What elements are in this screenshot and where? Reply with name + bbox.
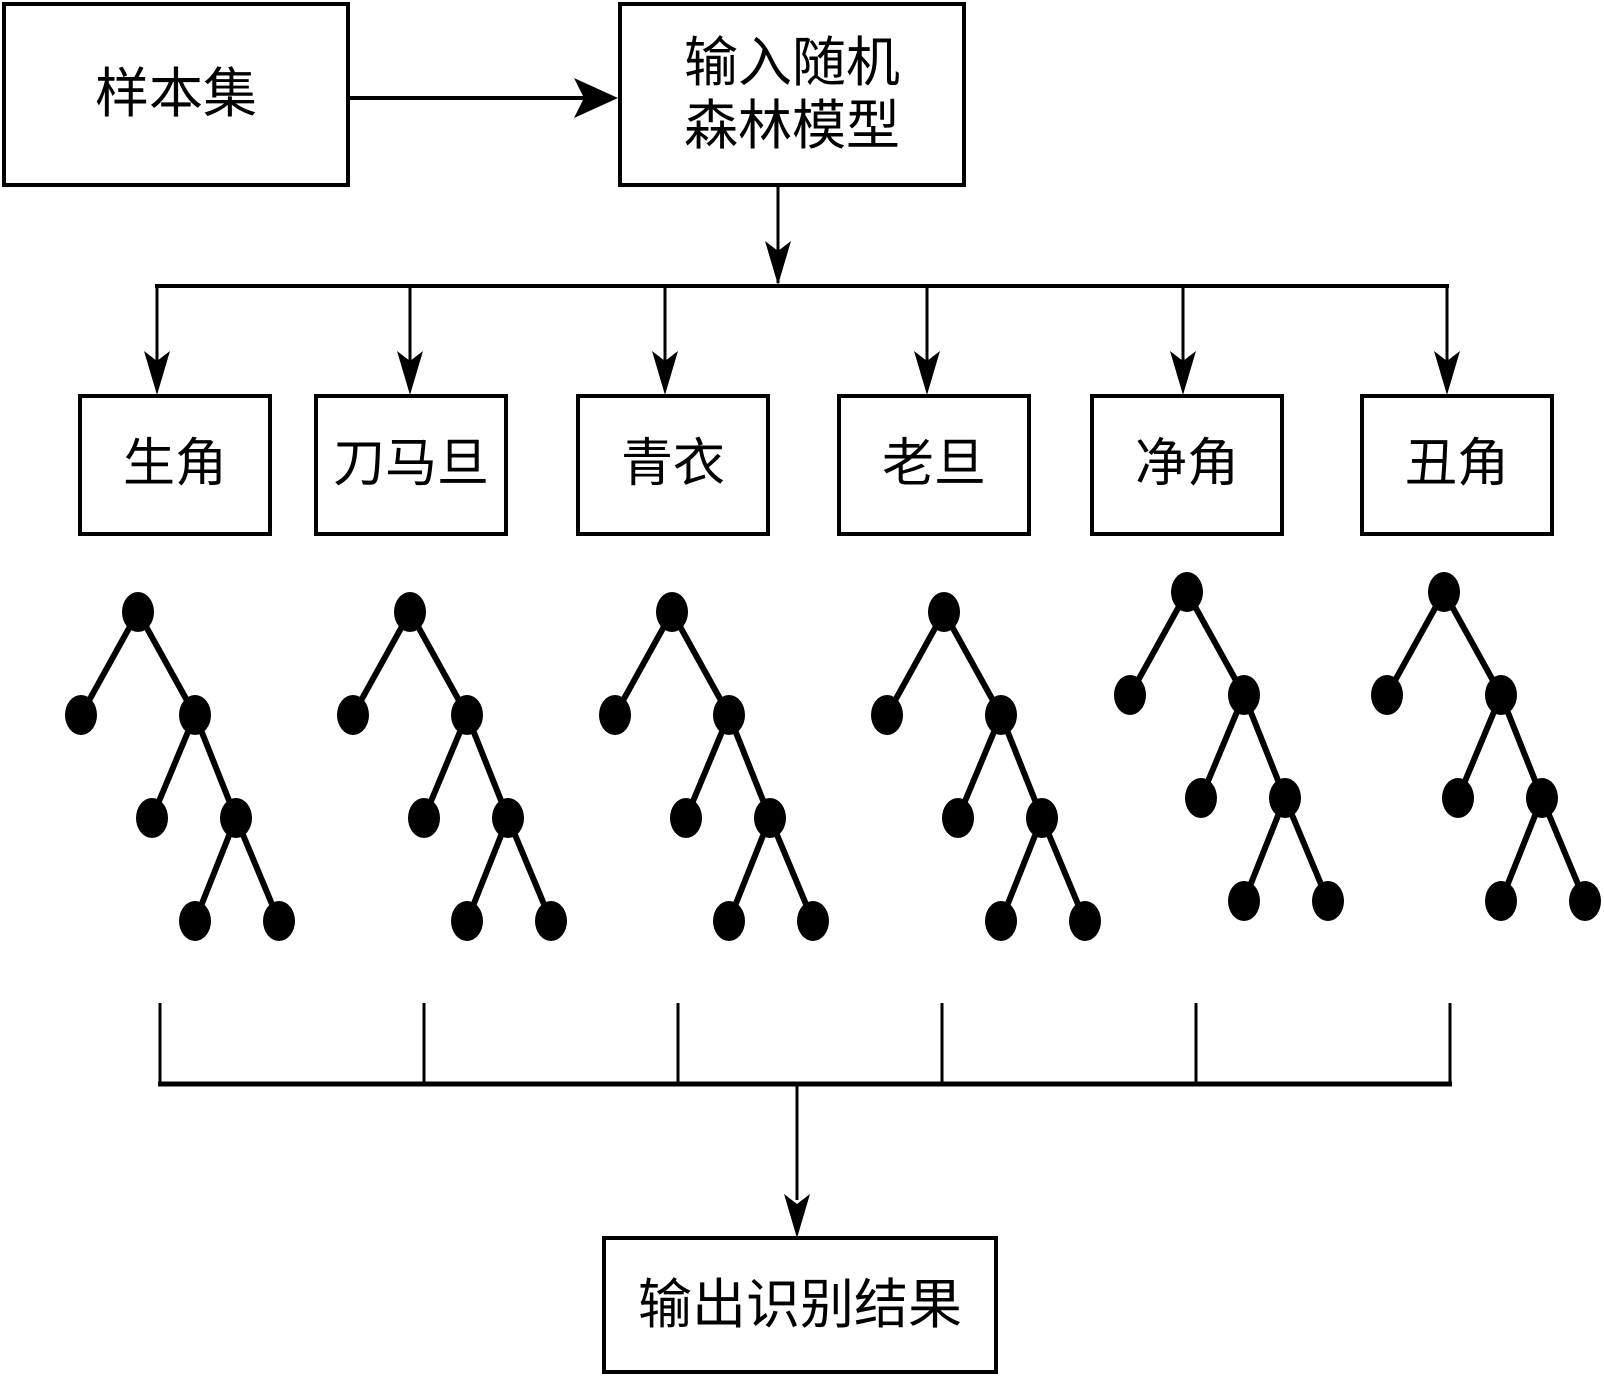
category-label: 老旦 (881, 434, 986, 495)
tree-node-icon (1428, 572, 1460, 612)
tree-node-icon (179, 695, 211, 735)
category-label: 丑角 (1404, 434, 1509, 495)
tree-node-icon (1171, 572, 1203, 612)
tree-node-icon (122, 592, 154, 632)
tree-edge (350, 610, 413, 717)
category-box-jing: 净角 (1090, 394, 1284, 536)
tree-node-icon (535, 901, 567, 941)
tree-node-icon (263, 901, 295, 941)
tree-node-icon (1269, 778, 1301, 818)
arrow-down-icon (914, 351, 940, 395)
tree-node-icon (337, 695, 369, 735)
tree-node-icon (1485, 881, 1517, 921)
tree-node-icon (451, 695, 483, 735)
tree-node-icon (928, 592, 960, 632)
tree-node-icon (1026, 798, 1058, 838)
tree-node-icon (492, 798, 524, 838)
output-label: 输出识别结果 (638, 1272, 962, 1336)
category-box-chou: 丑角 (1360, 394, 1554, 536)
tree-edge (1184, 590, 1247, 697)
arrow-down-icon (144, 351, 170, 395)
category-label: 刀马旦 (332, 434, 489, 495)
tree-node-icon (408, 798, 440, 838)
tree-node-icon (1114, 675, 1146, 715)
category-label: 青衣 (620, 434, 725, 495)
category-box-qingyi: 青衣 (576, 394, 770, 536)
tree-node-icon (1312, 881, 1344, 921)
tree-node-icon (1371, 675, 1403, 715)
sample-set-box: 样本集 (2, 2, 350, 187)
tree-edge (135, 610, 198, 717)
model-label-line2: 森林模型 (684, 93, 900, 157)
tree-node-icon (1228, 881, 1260, 921)
random-forest-model-box: 输入随机 森林模型 (618, 2, 966, 187)
tree-node-icon (136, 798, 168, 838)
tree-node-icon (1442, 778, 1474, 818)
tree-node-icon (1069, 901, 1101, 941)
arrow-down-icon (765, 241, 791, 285)
tree-edge (612, 610, 675, 717)
arrow-down-icon (1170, 351, 1196, 395)
arrow-down-icon (397, 351, 423, 395)
tree-edge (669, 610, 732, 717)
category-box-sheng: 生角 (78, 394, 272, 536)
tree-node-icon (179, 901, 211, 941)
tree-edge (1441, 590, 1504, 697)
tree-node-icon (871, 695, 903, 735)
tree-node-icon (1485, 675, 1517, 715)
arrow-right-icon (574, 78, 618, 118)
tree-node-icon (754, 798, 786, 838)
category-box-daomadan: 刀马旦 (314, 394, 508, 536)
category-box-laodan: 老旦 (837, 394, 1031, 536)
tree-node-icon (713, 901, 745, 941)
tree-node-icon (656, 592, 688, 632)
tree-node-icon (797, 901, 829, 941)
model-label-line1: 输入随机 (684, 31, 900, 95)
tree-node-icon (394, 592, 426, 632)
tree-node-icon (1185, 778, 1217, 818)
sample-set-label: 样本集 (95, 62, 257, 126)
tree-node-icon (942, 798, 974, 838)
tree-node-icon (713, 695, 745, 735)
arrow-down-icon (652, 351, 678, 395)
tree-node-icon (220, 798, 252, 838)
tree-edge (1127, 590, 1190, 697)
tree-node-icon (1569, 881, 1601, 921)
tree-edge (884, 610, 947, 717)
tree-node-icon (65, 695, 97, 735)
arrow-down-icon (784, 1194, 810, 1238)
tree-node-icon (985, 901, 1017, 941)
tree-node-icon (670, 798, 702, 838)
arrow-down-icon (1434, 351, 1460, 395)
tree-node-icon (985, 695, 1017, 735)
tree-edge (1384, 590, 1447, 697)
tree-edge (78, 610, 141, 717)
tree-node-icon (599, 695, 631, 735)
output-result-box: 输出识别结果 (602, 1236, 998, 1374)
category-label: 生角 (122, 434, 227, 495)
tree-node-icon (1228, 675, 1260, 715)
category-label: 净角 (1134, 434, 1239, 495)
tree-edge (407, 610, 470, 717)
tree-node-icon (451, 901, 483, 941)
tree-node-icon (1526, 778, 1558, 818)
tree-edge (941, 610, 1004, 717)
